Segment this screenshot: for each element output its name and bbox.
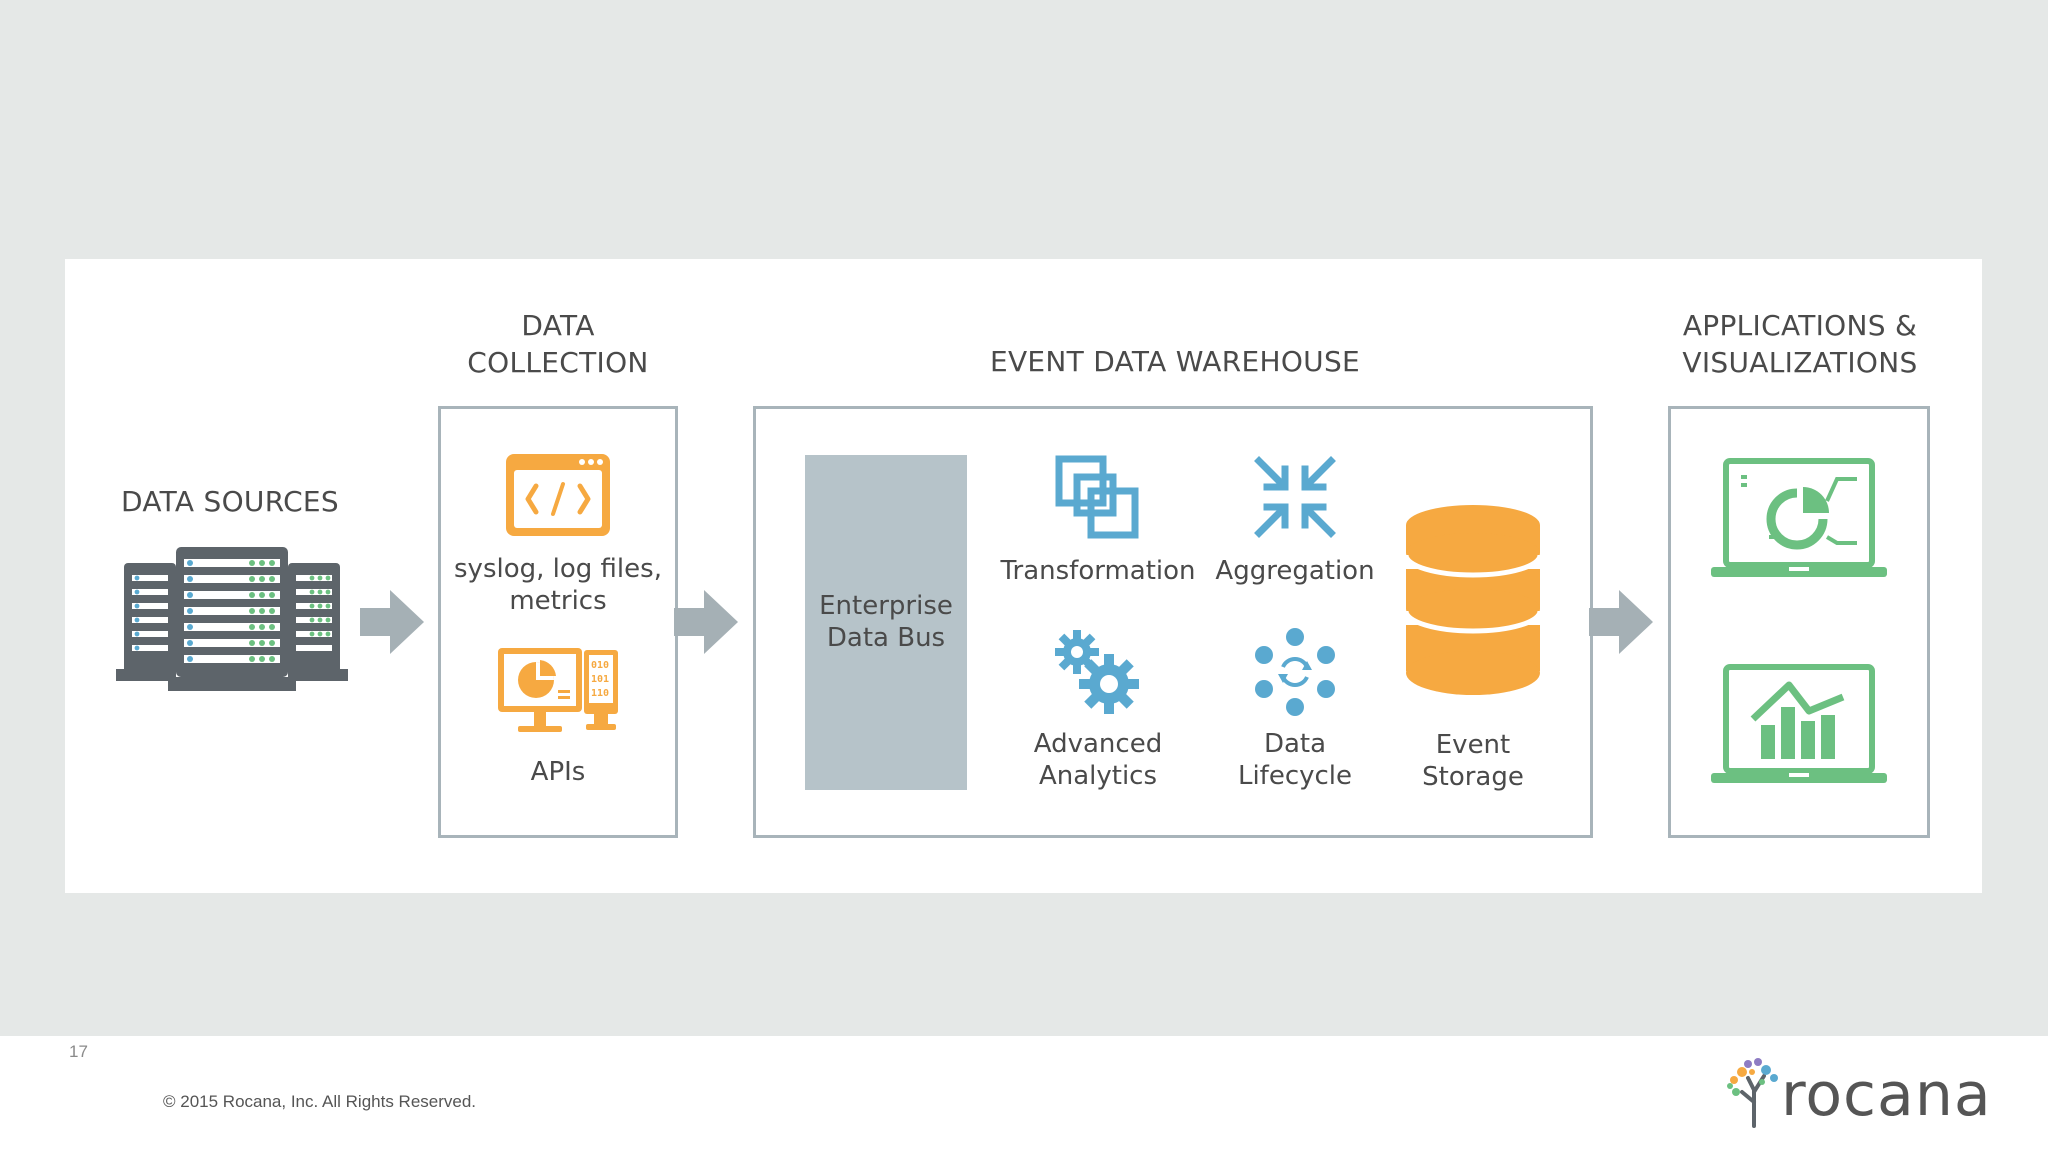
database-icon bbox=[1404, 503, 1542, 699]
event-storage-line2: Storage bbox=[1422, 762, 1524, 792]
aggregation-label-text: Aggregation bbox=[1215, 556, 1375, 586]
server-rack-icon bbox=[116, 545, 348, 697]
heading-applications: APPLICATIONS & VISUALIZATIONS bbox=[1640, 307, 1960, 381]
syslog-label-line2: metrics bbox=[509, 586, 607, 616]
heading-applications-line1: APPLICATIONS & bbox=[1682, 309, 1918, 342]
footer bbox=[0, 1036, 2048, 1152]
event-storage-label: Event Storage bbox=[1380, 729, 1566, 793]
svg-text:010: 010 bbox=[591, 660, 609, 671]
gears-icon bbox=[1053, 628, 1143, 718]
applications-box bbox=[1668, 406, 1930, 838]
heading-data-sources-text: DATA SOURCES bbox=[120, 485, 340, 518]
heading-data-collection-line2: COLLECTION bbox=[467, 346, 649, 379]
arrow-right-icon bbox=[360, 590, 424, 654]
aggregation-icon bbox=[1253, 455, 1337, 539]
transformation-icon bbox=[1055, 455, 1139, 539]
heading-event-data-warehouse: EVENT DATA WAREHOUSE bbox=[880, 343, 1470, 380]
rocana-tree-logo-icon bbox=[1718, 1052, 1784, 1128]
code-window-icon bbox=[504, 452, 612, 538]
heading-data-collection: DATA COLLECTION bbox=[438, 307, 678, 381]
lifecycle-icon bbox=[1252, 627, 1338, 717]
heading-data-sources: DATA SOURCES bbox=[110, 483, 350, 520]
arrow-right-icon bbox=[674, 590, 738, 654]
data-lifecycle-line1: Data bbox=[1263, 729, 1327, 759]
syslog-label: syslog, log files, metrics bbox=[440, 553, 676, 617]
data-lifecycle-label: Data Lifecycle bbox=[1200, 728, 1390, 792]
arrow-right-icon bbox=[1589, 590, 1653, 654]
page-number: 17 bbox=[69, 1042, 88, 1061]
apis-label: APIs bbox=[440, 756, 676, 788]
data-lifecycle-line2: Lifecycle bbox=[1237, 761, 1353, 791]
syslog-label-line1: syslog, log files, bbox=[454, 554, 662, 584]
transformation-label: Transformation bbox=[990, 555, 1206, 587]
svg-text:110: 110 bbox=[591, 688, 609, 699]
advanced-analytics-label: Advanced Analytics bbox=[1000, 728, 1196, 792]
advanced-analytics-line2: Analytics bbox=[1038, 761, 1158, 791]
laptop-chart-icon bbox=[1709, 457, 1889, 583]
enterprise-data-bus-line1: Enterprise bbox=[819, 591, 953, 621]
event-storage-line1: Event bbox=[1435, 730, 1511, 760]
api-computer-icon: 010 101 110 bbox=[496, 646, 620, 742]
heading-applications-line2: VISUALIZATIONS bbox=[1682, 346, 1918, 379]
enterprise-data-bus-block bbox=[805, 455, 967, 790]
apis-label-text: APIs bbox=[530, 757, 586, 787]
laptop-bar-chart-icon bbox=[1709, 663, 1889, 789]
transformation-label-text: Transformation bbox=[1000, 556, 1196, 586]
aggregation-label: Aggregation bbox=[1200, 555, 1390, 587]
enterprise-data-bus-label: Enterprise Data Bus bbox=[805, 590, 967, 654]
copyright-text: © 2015 Rocana, Inc. All Rights Reserved. bbox=[163, 1092, 477, 1111]
svg-text:101: 101 bbox=[591, 674, 609, 685]
rocana-logo-text: rocana bbox=[1781, 1060, 1992, 1130]
advanced-analytics-line1: Advanced bbox=[1033, 729, 1163, 759]
heading-data-collection-line1: DATA bbox=[521, 309, 595, 342]
diagram-panel bbox=[65, 259, 1982, 893]
enterprise-data-bus-line2: Data Bus bbox=[826, 623, 946, 653]
heading-event-data-warehouse-text: EVENT DATA WAREHOUSE bbox=[989, 345, 1361, 378]
